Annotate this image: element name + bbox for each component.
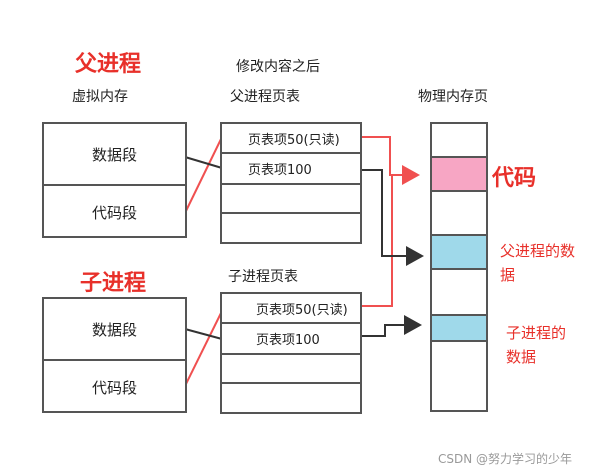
child-title: 子进程 [80, 271, 147, 296]
child-code-segment: 代码段 [91, 378, 137, 397]
child-pte-empty-2 [222, 384, 360, 412]
physical-memory-label: 物理内存页 [418, 89, 488, 105]
parent-data-label-line1: 父进程的数 [500, 242, 576, 260]
child-data-page [432, 314, 486, 342]
parent-pte-empty-2 [222, 214, 360, 242]
page-table-note: 修改内容之后 [236, 59, 320, 75]
parent-data-page [432, 234, 486, 270]
child-pte-50: 页表项50(只读) [222, 294, 360, 324]
child-code-to-pte50-line [184, 310, 223, 387]
code-page [432, 156, 486, 192]
parent-data-label-line2: 据 [500, 266, 516, 284]
child-pte-empty-1 [222, 355, 360, 384]
parent-pte-100: 页表项100 [222, 154, 360, 185]
child-virtual-memory-box: 数据段 代码段 [42, 297, 187, 413]
child-data-to-pte100-line [184, 328, 223, 340]
parent-pte50-to-code-arrow [360, 136, 420, 185]
parent-code-segment: 代码段 [91, 203, 137, 222]
child-pte50-to-code-arrow [360, 175, 393, 307]
child-pte-100: 页表项100 [222, 324, 360, 355]
physical-memory-column [430, 122, 488, 412]
parent-title: 父进程 [75, 52, 142, 77]
parent-data-segment: 数据段 [44, 124, 185, 186]
parent-code-to-pte50-line [184, 136, 223, 214]
parent-pte100-to-data-arrow [360, 169, 424, 266]
parent-page-table-label: 父进程页表 [230, 89, 300, 105]
parent-pte-50: 页表项50(只读) [222, 124, 360, 154]
child-pte100-to-data-arrow [360, 315, 422, 337]
child-page-table-label: 子进程页表 [228, 269, 298, 285]
code-label: 代码 [492, 166, 537, 191]
parent-virtual-memory-box: 数据段 代码段 [42, 122, 187, 238]
child-data-segment: 数据段 [44, 299, 185, 361]
watermark: CSDN @努力学习的少年 [438, 452, 573, 466]
child-page-table: 页表项50(只读) 页表项100 [220, 292, 362, 414]
parent-page-table: 页表项50(只读) 页表项100 [220, 122, 362, 244]
child-data-label-line1: 子进程的 [506, 324, 567, 342]
virtual-memory-label: 虚拟内存 [72, 89, 128, 105]
child-data-label-line2: 数据 [506, 348, 537, 366]
parent-data-to-pte100-line [184, 156, 223, 169]
parent-pte-empty-1 [222, 185, 360, 214]
